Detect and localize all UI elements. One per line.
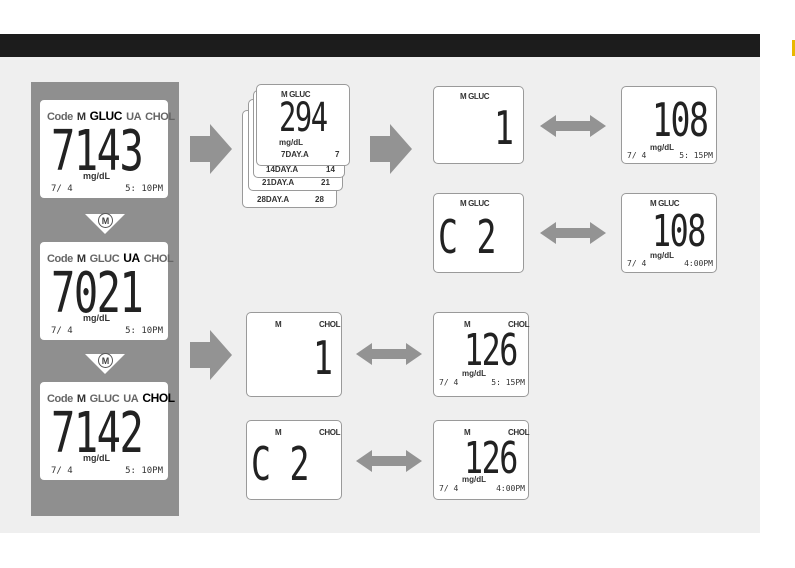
double-arrow-icon	[356, 343, 422, 365]
result-value: 126	[464, 433, 518, 484]
date: 7/ 4	[51, 466, 73, 476]
time: 5: 10PM	[125, 466, 163, 476]
right-arrow-icon	[190, 330, 232, 380]
reading-value: 7142	[51, 401, 144, 466]
unit-label: mg/dL	[83, 313, 110, 323]
result-value: 126	[464, 325, 518, 376]
memory-index: C 2	[438, 210, 496, 264]
date-time: 7/ 4 4:00PM	[627, 259, 713, 268]
date: 7/ 4	[627, 259, 647, 268]
m-label: M	[275, 320, 282, 329]
ua-label: UA	[123, 251, 140, 265]
code-label: Code	[47, 393, 73, 405]
chol-label: CHOL	[508, 428, 530, 437]
double-arrow-icon	[540, 115, 606, 137]
average-value: 294	[279, 95, 328, 141]
m-label: M	[275, 428, 282, 437]
m-label: M	[76, 393, 86, 405]
m-button-icon: M	[98, 213, 113, 228]
unit-label: mg/dL	[650, 251, 674, 260]
time: 4:00PM	[684, 259, 713, 268]
time: 4:00PM	[496, 484, 525, 493]
date: 7/ 4	[51, 326, 73, 336]
unit-label: mg/dL	[462, 369, 486, 378]
code-label: Code	[47, 111, 73, 123]
top-bar	[0, 34, 760, 57]
m-button-icon: M	[98, 353, 113, 368]
lcd-chol-memory-index-2: M CHOL C 2	[246, 420, 342, 500]
day-average-label: 21DAY.A	[262, 178, 295, 187]
time: 5: 15PM	[491, 378, 525, 387]
unit-label: mg/dL	[279, 138, 303, 147]
memory-index: 1	[494, 101, 514, 155]
screen-header: M GLUC	[281, 90, 311, 99]
screen-header: M GLUC	[460, 199, 490, 208]
result-value: 108	[652, 206, 706, 257]
lcd-gluc-memory-index-2: M GLUC C 2	[433, 193, 524, 273]
gluc-label: GLUC	[89, 393, 120, 405]
date: 7/ 4	[439, 378, 459, 387]
unit-label: mg/dL	[650, 143, 674, 152]
chol-label: CHOL	[142, 391, 175, 405]
date: 7/ 4	[51, 184, 73, 194]
m-label: M	[76, 253, 86, 265]
lcd-chol-memory-index-1: M CHOL 1	[246, 312, 342, 397]
chol-label: CHOL	[319, 428, 341, 437]
right-arrow-icon	[370, 124, 412, 174]
ua-label: UA	[123, 393, 139, 405]
time: 5: 10PM	[125, 326, 163, 336]
day-average-num: 21	[321, 178, 330, 187]
date: 7/ 4	[439, 484, 459, 493]
lcd-average-7day: M GLUC 294 mg/dL 7DAY.A 7	[256, 84, 350, 166]
memory-index: 1	[313, 331, 333, 385]
reading-value: 7143	[51, 119, 144, 184]
unit-label: mg/dL	[83, 171, 110, 181]
gluc-label: GLUC	[89, 109, 123, 123]
screen-header: M GLUC	[460, 92, 490, 101]
date-time: 7/ 4 5: 15PM	[627, 151, 713, 160]
result-value: 108	[652, 93, 709, 147]
day-average-label: 28DAY.A	[257, 195, 290, 204]
unit-label: mg/dL	[83, 453, 110, 463]
accent-tick	[792, 40, 795, 56]
ua-label: UA	[126, 111, 142, 123]
m-label: M	[464, 428, 471, 437]
date-time: 7/ 4 5: 10PM	[51, 326, 163, 336]
m-label: M	[76, 111, 86, 123]
reading-value: 7021	[51, 261, 144, 326]
day-average-num: 14	[326, 165, 335, 174]
double-arrow-icon	[356, 450, 422, 472]
date: 7/ 4	[627, 151, 647, 160]
chol-label: CHOL	[143, 253, 174, 265]
unit-label: mg/dL	[462, 475, 486, 484]
gluc-label: GLUC	[89, 253, 120, 265]
time: 5: 15PM	[679, 151, 713, 160]
chol-label: CHOL	[145, 111, 175, 123]
time: 5: 10PM	[125, 184, 163, 194]
date-time: 7/ 4 5: 15PM	[439, 378, 525, 387]
date-time: 7/ 4 5: 10PM	[51, 466, 163, 476]
day-average-label: 7DAY.A	[281, 150, 309, 159]
lcd-chol-result-2: M CHOL 126 mg/dL 7/ 4 4:00PM	[433, 420, 529, 500]
lcd-gluc-result-1: 108 mg/dL 7/ 4 5: 15PM	[621, 86, 717, 164]
day-average-num: 7	[335, 150, 340, 159]
screen-header: M GLUC	[650, 199, 680, 208]
code-label: Code	[47, 253, 73, 265]
chol-label: CHOL	[319, 320, 341, 329]
date-time: 7/ 4 4:00PM	[439, 484, 525, 493]
day-average-label: 14DAY.A	[266, 165, 299, 174]
lcd-chol-result-1: M CHOL 126 mg/dL 7/ 4 5: 15PM	[433, 312, 529, 397]
lcd-gluc-memory-index-1: M GLUC 1	[433, 86, 524, 164]
double-arrow-icon	[540, 222, 606, 244]
memory-index: C 2	[251, 437, 309, 491]
day-average-num: 28	[315, 195, 324, 204]
lcd-gluc-result-2: M GLUC 108 mg/dL 7/ 4 4:00PM	[621, 193, 717, 273]
right-arrow-icon	[190, 124, 232, 174]
date-time: 7/ 4 5: 10PM	[51, 184, 163, 194]
chol-label: CHOL	[508, 320, 530, 329]
m-label: M	[464, 320, 471, 329]
